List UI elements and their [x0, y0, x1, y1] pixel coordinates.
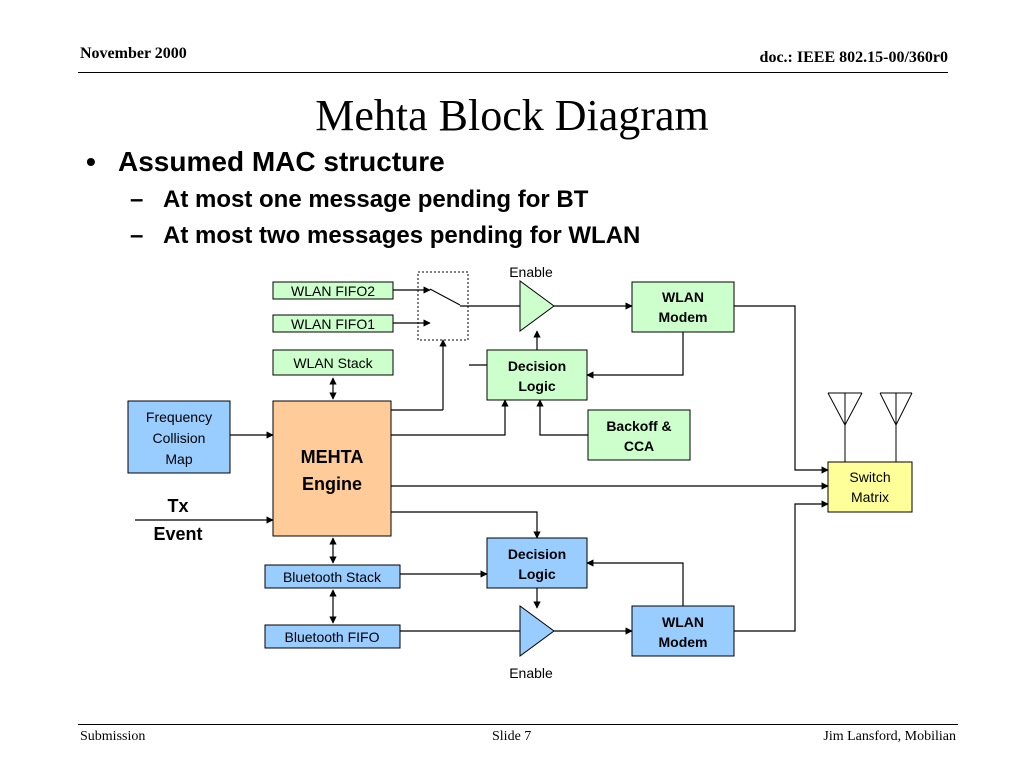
wlan-modem-bottom-label-2: Modem	[659, 634, 708, 650]
decision-logic-bottom-box	[486, 537, 588, 589]
bluetooth-fifo-label: Bluetooth FIFO	[285, 629, 380, 645]
bullet-main: Assumed MAC structure	[118, 146, 445, 177]
bluetooth-stack-box	[264, 564, 401, 589]
wlan-fifo2-label: WLAN FIFO2	[291, 283, 375, 299]
antenna-left	[827, 392, 863, 462]
amplifier-bottom	[519, 605, 555, 657]
antenna-right	[879, 392, 913, 462]
wlan-modem-bottom-label-1: WLAN	[662, 614, 704, 630]
footer-left: Submission	[80, 729, 146, 744]
sub-bullet-dash: –	[130, 186, 144, 213]
sub-bullet-2: At most two messages pending for WLAN	[163, 222, 641, 249]
backoff-cca-box	[587, 409, 691, 461]
freq-map-label-1: Frequency	[146, 409, 212, 425]
tx-event-label-1: Tx	[167, 496, 188, 516]
page-title: Mehta Block Diagram	[315, 91, 709, 140]
decision-logic-top-label-2: Logic	[518, 378, 556, 394]
bluetooth-fifo-box	[264, 624, 401, 649]
header-rule	[78, 72, 948, 73]
bluetooth-stack-label: Bluetooth Stack	[283, 569, 382, 585]
header-date: November 2000	[80, 45, 187, 62]
wlan-stack-label: WLAN Stack	[293, 355, 373, 371]
wlan-fifo1-label: WLAN FIFO1	[291, 316, 375, 332]
wlan-modem-top-box	[631, 281, 735, 333]
enable-top-label: Enable	[509, 264, 553, 280]
frequency-collision-map-box	[127, 400, 231, 474]
footer-rule	[78, 724, 958, 725]
bullet-marker: •	[86, 146, 96, 177]
switch-blade	[429, 288, 461, 306]
enable-bottom-label: Enable	[509, 665, 553, 681]
mehta-engine-label-1: MEHTA	[301, 447, 364, 467]
freq-map-label-2: Collision	[153, 430, 206, 446]
switch-matrix-label-1: Switch	[849, 469, 890, 485]
switch-matrix-box	[827, 461, 913, 513]
tx-event-label-2: Event	[153, 524, 202, 544]
footer-slide-number: Slide 7	[492, 729, 532, 744]
header-doc-id: doc.: IEEE 802.15-00/360r0	[759, 49, 948, 66]
decision-logic-bottom-label-1: Decision	[508, 546, 566, 562]
backoff-label-1: Backoff &	[606, 418, 671, 434]
sub-bullet-1: At most one message pending for BT	[163, 186, 589, 213]
footer-author: Jim Lansford, Mobilian	[823, 729, 956, 744]
wlan-modem-top-label-1: WLAN	[662, 289, 704, 305]
amplifier-top	[519, 280, 555, 332]
freq-map-label-3: Map	[165, 451, 192, 467]
switch-matrix-label-2: Matrix	[851, 489, 889, 505]
wlan-stack-box	[272, 349, 394, 376]
sub-bullet-dash: –	[130, 222, 144, 249]
decision-logic-top-label-1: Decision	[508, 358, 566, 374]
decision-logic-bottom-label-2: Logic	[518, 566, 556, 582]
mehta-engine-box	[272, 400, 392, 537]
mehta-engine-label-2: Engine	[302, 474, 362, 494]
wlan-modem-top-label-2: Modem	[659, 309, 708, 325]
backoff-label-2: CCA	[624, 438, 654, 454]
